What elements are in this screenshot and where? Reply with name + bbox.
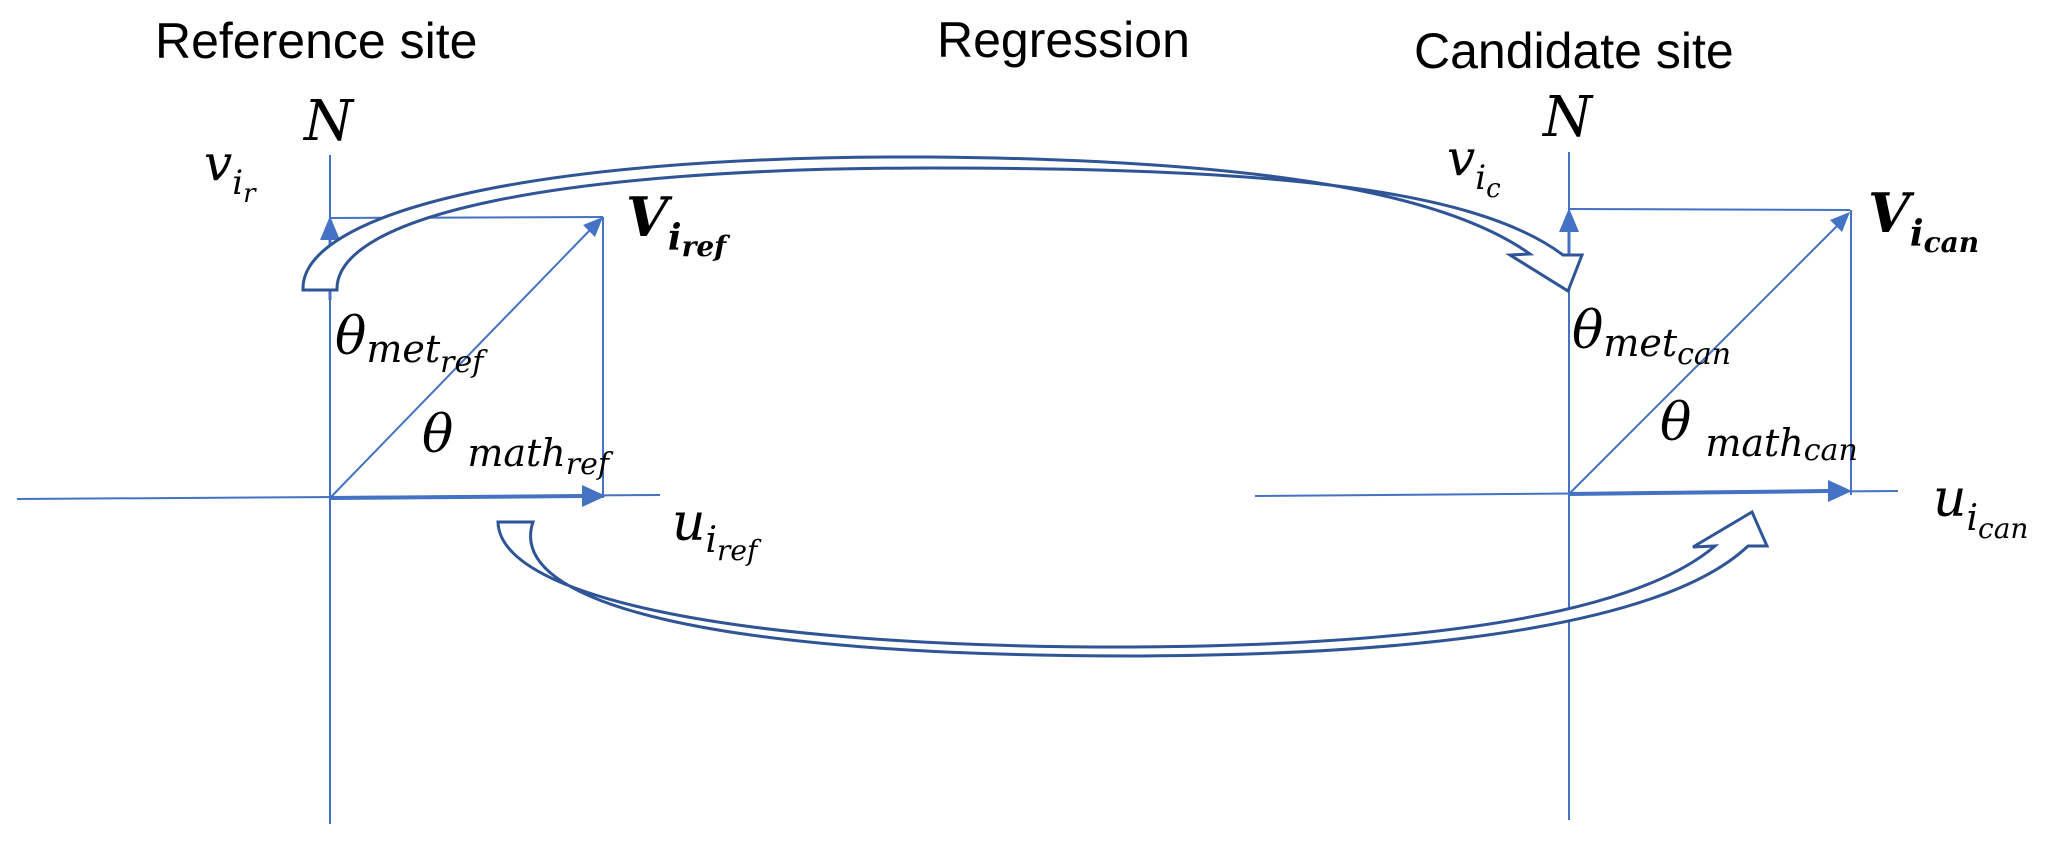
reference-u-arrowhead-icon [582,485,606,507]
candidate-u-label: uican [1933,469,2028,545]
reference-v-projection-line [329,216,604,219]
candidate-vector-arrowhead-icon [1830,212,1850,232]
candidate-theta-met-label: θmetcan [1572,301,1731,372]
reference-resultant-vector [329,229,591,499]
reference-site-axes [16,155,661,824]
reference-v-label: vir [204,134,257,209]
reference-vector-arrowhead-icon [583,217,603,237]
reference-v-arrowhead-icon [320,216,340,240]
reference-theta-met-label: θmetref [335,307,488,380]
candidate-site-title: Candidate site [1414,23,1734,79]
candidate-v-arrowhead-icon [1559,208,1579,232]
reference-u-component-shaft [329,494,583,500]
candidate-site-axes [1254,152,1899,820]
candidate-resultant-vector [1568,224,1839,495]
candidate-u-arrowhead-icon [1828,480,1852,502]
reference-u-label: uiref [672,493,762,567]
v-regression-flow-arrow [301,155,1585,294]
candidate-v-projection-line [1568,208,1851,211]
u-regression-flow-arrow [496,509,1770,658]
reference-site-title: Reference site [155,13,477,69]
candidate-v-label: vic [1447,129,1501,204]
candidate-north-label: N [1541,85,1594,150]
regression-title: Regression [937,12,1190,68]
candidate-u-component-shaft [1568,489,1829,496]
candidate-vector-label: Vican [1868,181,1979,259]
reference-north-label: N [302,89,355,154]
reference-vector-label: Viref [626,185,731,263]
